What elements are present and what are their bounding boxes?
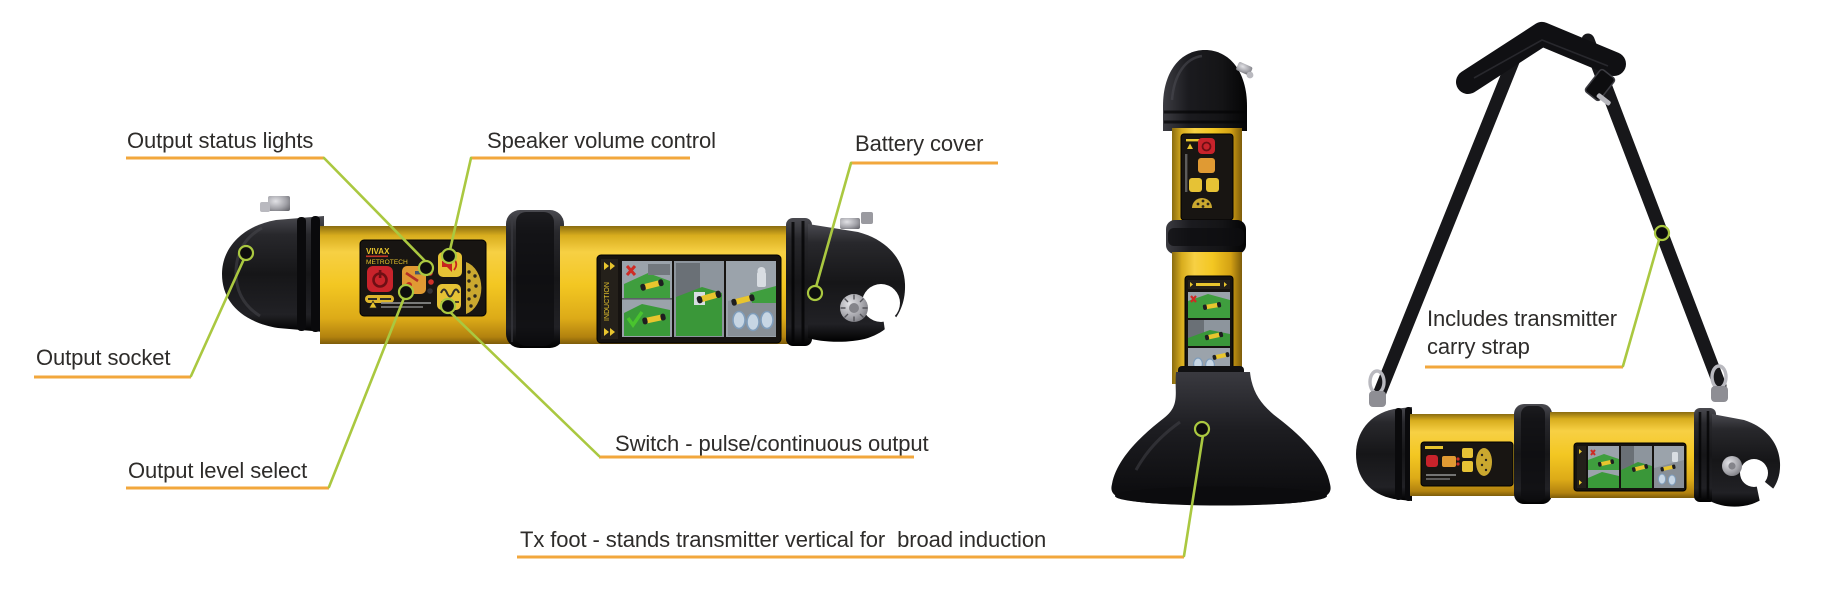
label-switch-pulse-continuous: Switch - pulse/continuous output [615, 431, 929, 456]
vertical-induction-label [1184, 275, 1234, 377]
hook-terminal-icon-2 [861, 212, 873, 224]
strap-clip-right-icon [1710, 364, 1728, 402]
label-output-socket: Output socket [36, 345, 171, 370]
induction-strip-text: INDUCTION [604, 282, 611, 321]
leader-switch [448, 310, 601, 458]
induction-instruction-label: INDUCTION [596, 254, 782, 344]
hanging-clamp-band [1514, 404, 1552, 504]
induction-illustration-1 [622, 261, 672, 337]
brand-text: VIVAX [366, 247, 390, 256]
marker-carry-strap [1653, 224, 1671, 242]
leader-lines [189, 156, 1661, 558]
callout-markers [237, 224, 1671, 438]
induction-illustration-2 [674, 261, 724, 337]
speaker-grille-icon [466, 262, 482, 314]
dome-cap [1163, 50, 1254, 131]
knurled-knob-icon [840, 294, 868, 322]
transmitter-vertical-view [1111, 50, 1331, 506]
leader-battery-cover [814, 161, 853, 289]
marker-tx-foot [1193, 420, 1211, 438]
marker-output-socket [237, 244, 255, 262]
induction-illustration-3 [726, 261, 776, 337]
leader-output-level [327, 296, 406, 489]
hanging-control-panel [1420, 441, 1514, 487]
marker-speaker-volume [440, 247, 458, 265]
center-clamp-band [506, 210, 564, 348]
marker-output-status-lights [417, 259, 435, 277]
leader-output-status-lights [322, 156, 428, 264]
output-socket-end-cap [222, 216, 324, 332]
strap-lug-icon [1236, 62, 1254, 79]
transmitter-hanging [1356, 404, 1792, 512]
vertical-clamp-band [1166, 220, 1246, 254]
hook-terminal-icon [840, 218, 860, 229]
brand-text-2: METROTECH [366, 259, 408, 266]
label-tx-foot: Tx foot - stands transmitter vertical fo… [520, 527, 1047, 552]
strap-adjuster [1584, 68, 1616, 106]
hanging-hook-end [1694, 408, 1792, 512]
control-panel: VIVAX METROTECH [359, 239, 487, 317]
leader-speaker-volume [448, 156, 473, 252]
tx-foot-base [1111, 366, 1331, 506]
label-output-level-select: Output level select [128, 458, 308, 483]
label-output-status-lights: Output status lights [127, 128, 314, 153]
carry-strap [1368, 22, 1728, 407]
leader-tx-foot [1182, 433, 1205, 558]
marker-battery-cover [806, 284, 824, 302]
output-power-rating-badge [365, 295, 394, 303]
battery-cover-hook-end [786, 212, 926, 352]
warning-icon [368, 300, 431, 309]
socket-terminal-icon [260, 196, 290, 212]
transmitter-strap-view [1356, 22, 1792, 512]
induction-strip: INDUCTION [601, 259, 618, 339]
label-battery-cover: Battery cover [855, 131, 984, 156]
label-carry-strap: Includes transmitter carry strap [1427, 306, 1617, 359]
label-speaker-volume-control: Speaker volume control [487, 128, 716, 153]
leader-output-socket [189, 257, 246, 378]
marker-switch [439, 297, 457, 315]
marker-output-level [397, 283, 415, 301]
power-button-icon [367, 266, 393, 292]
strap-clip-left-icon [1368, 369, 1386, 407]
leader-carry-strap [1621, 238, 1661, 368]
hanging-induction-label [1573, 442, 1687, 492]
shoulder-pad [1456, 22, 1626, 94]
label-underlines [34, 156, 1623, 559]
vertical-control-panel [1180, 133, 1234, 221]
